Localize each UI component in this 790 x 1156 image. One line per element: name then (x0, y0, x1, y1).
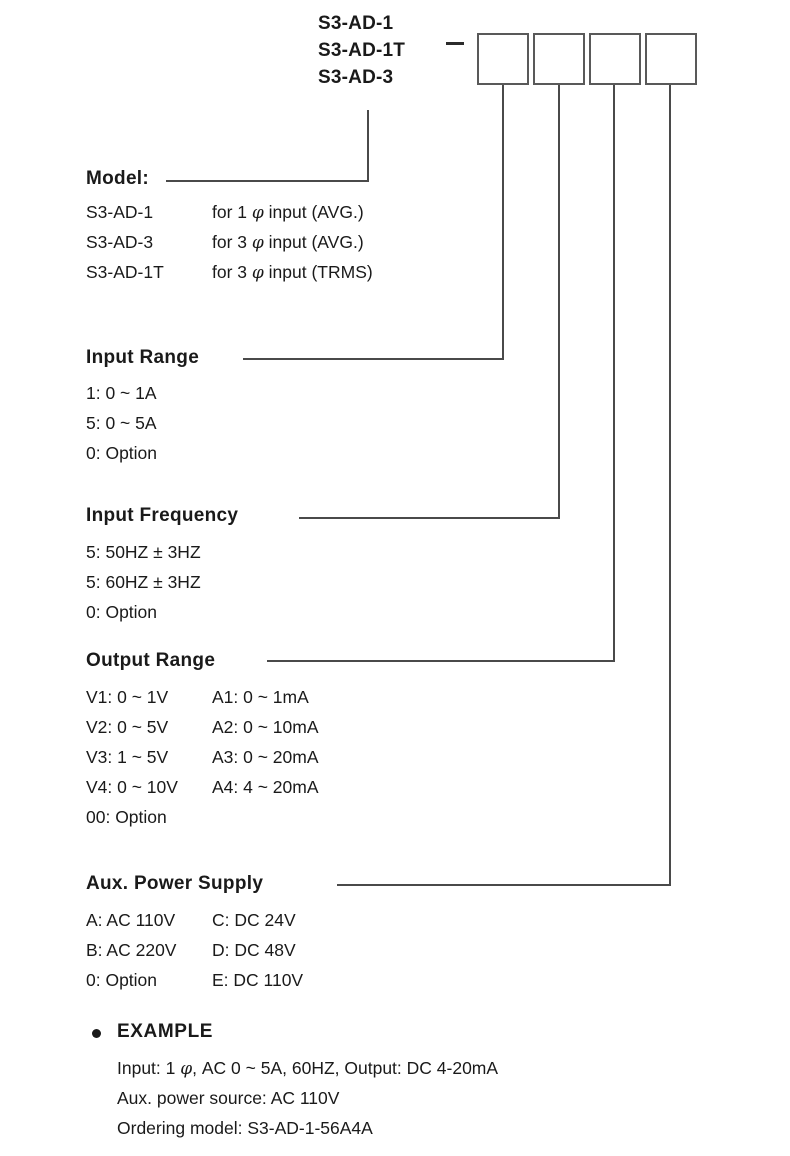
phi-symbol: φ (251, 203, 264, 223)
bullet-icon (92, 1029, 101, 1038)
aux-power-ac: 0: Option (86, 970, 158, 990)
model-code: S3-AD-3 (86, 232, 154, 252)
section-title-model: Model: (86, 168, 150, 189)
aux-power-dc: D: DC 48V (212, 940, 296, 960)
input-frequency-row: 5: 60HZ ± 3HZ (86, 572, 201, 592)
model-code: S3-AD-1T (86, 262, 164, 282)
output-range-voltage: 00: Option (86, 807, 167, 827)
output-range-voltage: V2: 0 ~ 5V (86, 717, 169, 737)
code-box-output-range[interactable] (589, 33, 641, 85)
output-range-current: A2: 0 ~ 10mA (212, 717, 319, 737)
section-title-input-range: Input Range (86, 347, 200, 368)
aux-power-row: B: AC 220V D: DC 48V (86, 935, 303, 965)
phi-symbol: φ (180, 1059, 193, 1079)
example-line-pre: Input: 1 (117, 1058, 181, 1078)
output-range-voltage: V3: 1 ~ 5V (86, 747, 169, 767)
model-desc-post: input (TRMS) (263, 262, 373, 282)
output-range-row: V2: 0 ~ 5V A2: 0 ~ 10mA (86, 712, 319, 742)
example-line-pre: Ordering model: S3-AD-1-56A4A (117, 1118, 373, 1138)
input-frequency-row: 5: 50HZ ± 3HZ (86, 542, 201, 562)
output-range-voltage: V1: 0 ~ 1V (86, 687, 169, 707)
code-box-input-range[interactable] (477, 33, 529, 85)
connector-aux-power-horizontal (337, 884, 671, 886)
output-range-current: A1: 0 ~ 1mA (212, 687, 309, 707)
dash-separator (446, 42, 464, 45)
connector-input-frequency-horizontal (299, 517, 560, 519)
aux-power-dc: E: DC 110V (212, 970, 304, 990)
example-line: Input: 1 φ, AC 0 ~ 5A, 60HZ, Output: DC … (117, 1053, 498, 1083)
connector-model-horizontal (166, 180, 369, 182)
connector-model-vertical (367, 110, 369, 182)
header-model-codes: S3-AD-1 S3-AD-1T S3-AD-3 (318, 10, 405, 91)
connector-input-range-horizontal (243, 358, 504, 360)
model-desc-pre: for 3 (212, 262, 252, 282)
section-title-output-range: Output Range (86, 650, 216, 671)
model-row: S3-AD-1T for 3 φ input (TRMS) (86, 257, 373, 287)
output-range-row: 00: Option (86, 802, 319, 832)
model-code-3: S3-AD-3 (318, 67, 394, 88)
input-frequency-row: 0: Option (86, 602, 158, 622)
section-title-input-frequency: Input Frequency (86, 505, 239, 526)
model-desc-pre: for 1 (212, 202, 252, 222)
aux-power-ac: B: AC 220V (86, 940, 177, 960)
connector-input-range-vertical (502, 85, 504, 360)
code-box-aux-power[interactable] (645, 33, 697, 85)
example-title: EXAMPLE (117, 1021, 214, 1042)
aux-power-dc: C: DC 24V (212, 910, 296, 930)
model-code-1: S3-AD-1 (318, 13, 394, 34)
model-code: S3-AD-1 (86, 202, 154, 222)
input-range-row: 5: 0 ~ 5A (86, 413, 157, 433)
connector-output-range-horizontal (267, 660, 615, 662)
aux-power-row: 0: Option E: DC 110V (86, 965, 303, 995)
section-body-model: S3-AD-1 for 1 φ input (AVG.) S3-AD-3 for 3… (86, 197, 373, 287)
example-body: Input: 1 φ, AC 0 ~ 5A, 60HZ, Output: DC … (117, 1053, 498, 1143)
model-row: S3-AD-3 for 3 φ input (AVG.) (86, 227, 373, 257)
model-desc-pre: for 3 (212, 232, 252, 252)
output-range-voltage: V4: 0 ~ 10V (86, 777, 178, 797)
model-row: S3-AD-1 for 1 φ input (AVG.) (86, 197, 373, 227)
model-desc-post: input (AVG.) (263, 202, 364, 222)
output-range-current: A4: 4 ~ 20mA (212, 777, 319, 797)
section-title-aux-power-supply: Aux. Power Supply (86, 873, 264, 894)
example-line-pre: Aux. power source: AC 110V (117, 1088, 340, 1108)
model-code-2: S3-AD-1T (318, 40, 406, 61)
output-range-row: V3: 1 ~ 5V A3: 0 ~ 20mA (86, 742, 319, 772)
example-line: Aux. power source: AC 110V (117, 1083, 498, 1113)
phi-symbol: φ (251, 263, 264, 283)
example-line: Ordering model: S3-AD-1-56A4A (117, 1113, 498, 1143)
output-range-row: V4: 0 ~ 10V A4: 4 ~ 20mA (86, 772, 319, 802)
input-range-row: 0: Option (86, 443, 158, 463)
connector-input-frequency-vertical (558, 85, 560, 519)
connector-aux-power-vertical (669, 85, 671, 886)
code-box-input-frequency[interactable] (533, 33, 585, 85)
aux-power-row: A: AC 110V C: DC 24V (86, 905, 303, 935)
aux-power-ac: A: AC 110V (86, 910, 176, 930)
phi-symbol: φ (251, 233, 264, 253)
connector-output-range-vertical (613, 85, 615, 662)
output-range-row: V1: 0 ~ 1V A1: 0 ~ 1mA (86, 682, 319, 712)
section-body-input-frequency: 5: 50HZ ± 3HZ 5: 60HZ ± 3HZ 0: Option (86, 537, 201, 627)
input-range-row: 1: 0 ~ 1A (86, 383, 157, 403)
section-body-output-range: V1: 0 ~ 1V A1: 0 ~ 1mA V2: 0 ~ 5V A2: 0 ~ … (86, 682, 319, 832)
section-body-input-range: 1: 0 ~ 1A 5: 0 ~ 5A 0: Option (86, 378, 157, 468)
output-range-current: A3: 0 ~ 20mA (212, 747, 319, 767)
example-line-post: , AC 0 ~ 5A, 60HZ, Output: DC 4-20mA (192, 1058, 499, 1078)
model-desc-post: input (AVG.) (263, 232, 364, 252)
